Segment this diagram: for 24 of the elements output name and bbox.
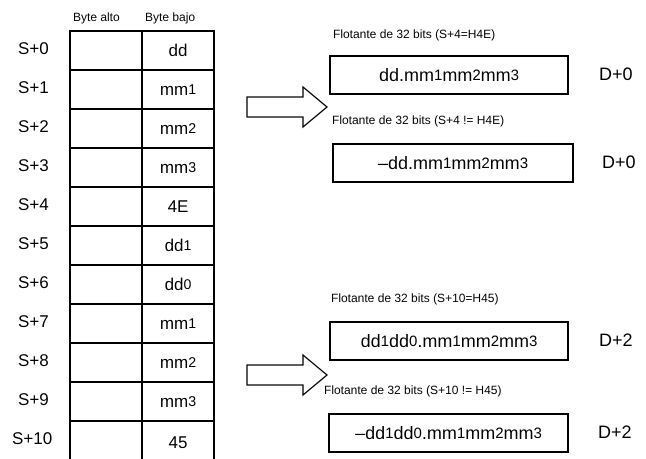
address-label: S+3 [18, 156, 49, 176]
address-label: S+0 [18, 39, 49, 59]
address-label: S+1 [18, 78, 49, 98]
register-label: D+2 [599, 330, 633, 351]
address-label: S+2 [18, 117, 49, 137]
register-label: D+0 [602, 152, 636, 173]
address-label: S+10 [12, 429, 52, 449]
box-heading: Flotante de 32 bits (S+10 != H45) [324, 383, 502, 397]
address-label: S+9 [18, 390, 49, 410]
box-heading: Flotante de 32 bits (S+4=H4E) [333, 27, 496, 41]
box-heading: Flotante de 32 bits (S+4 != H4E) [332, 113, 504, 127]
box-heading: Flotante de 32 bits (S+10=H45) [331, 291, 498, 305]
address-label: S+8 [18, 351, 49, 371]
table-cell: dd [141, 30, 215, 71]
address-label: S+5 [18, 234, 49, 254]
register-label: D+2 [598, 422, 632, 443]
hollow-arrow [246, 86, 328, 128]
column-header: Byte bajo [145, 10, 196, 24]
column-header: Byte alto [73, 10, 120, 24]
address-label: S+4 [18, 195, 49, 215]
address-label: S+7 [18, 312, 49, 332]
hollow-arrow [246, 354, 328, 396]
address-label: S+6 [18, 273, 49, 293]
register-label: D+0 [599, 64, 633, 85]
